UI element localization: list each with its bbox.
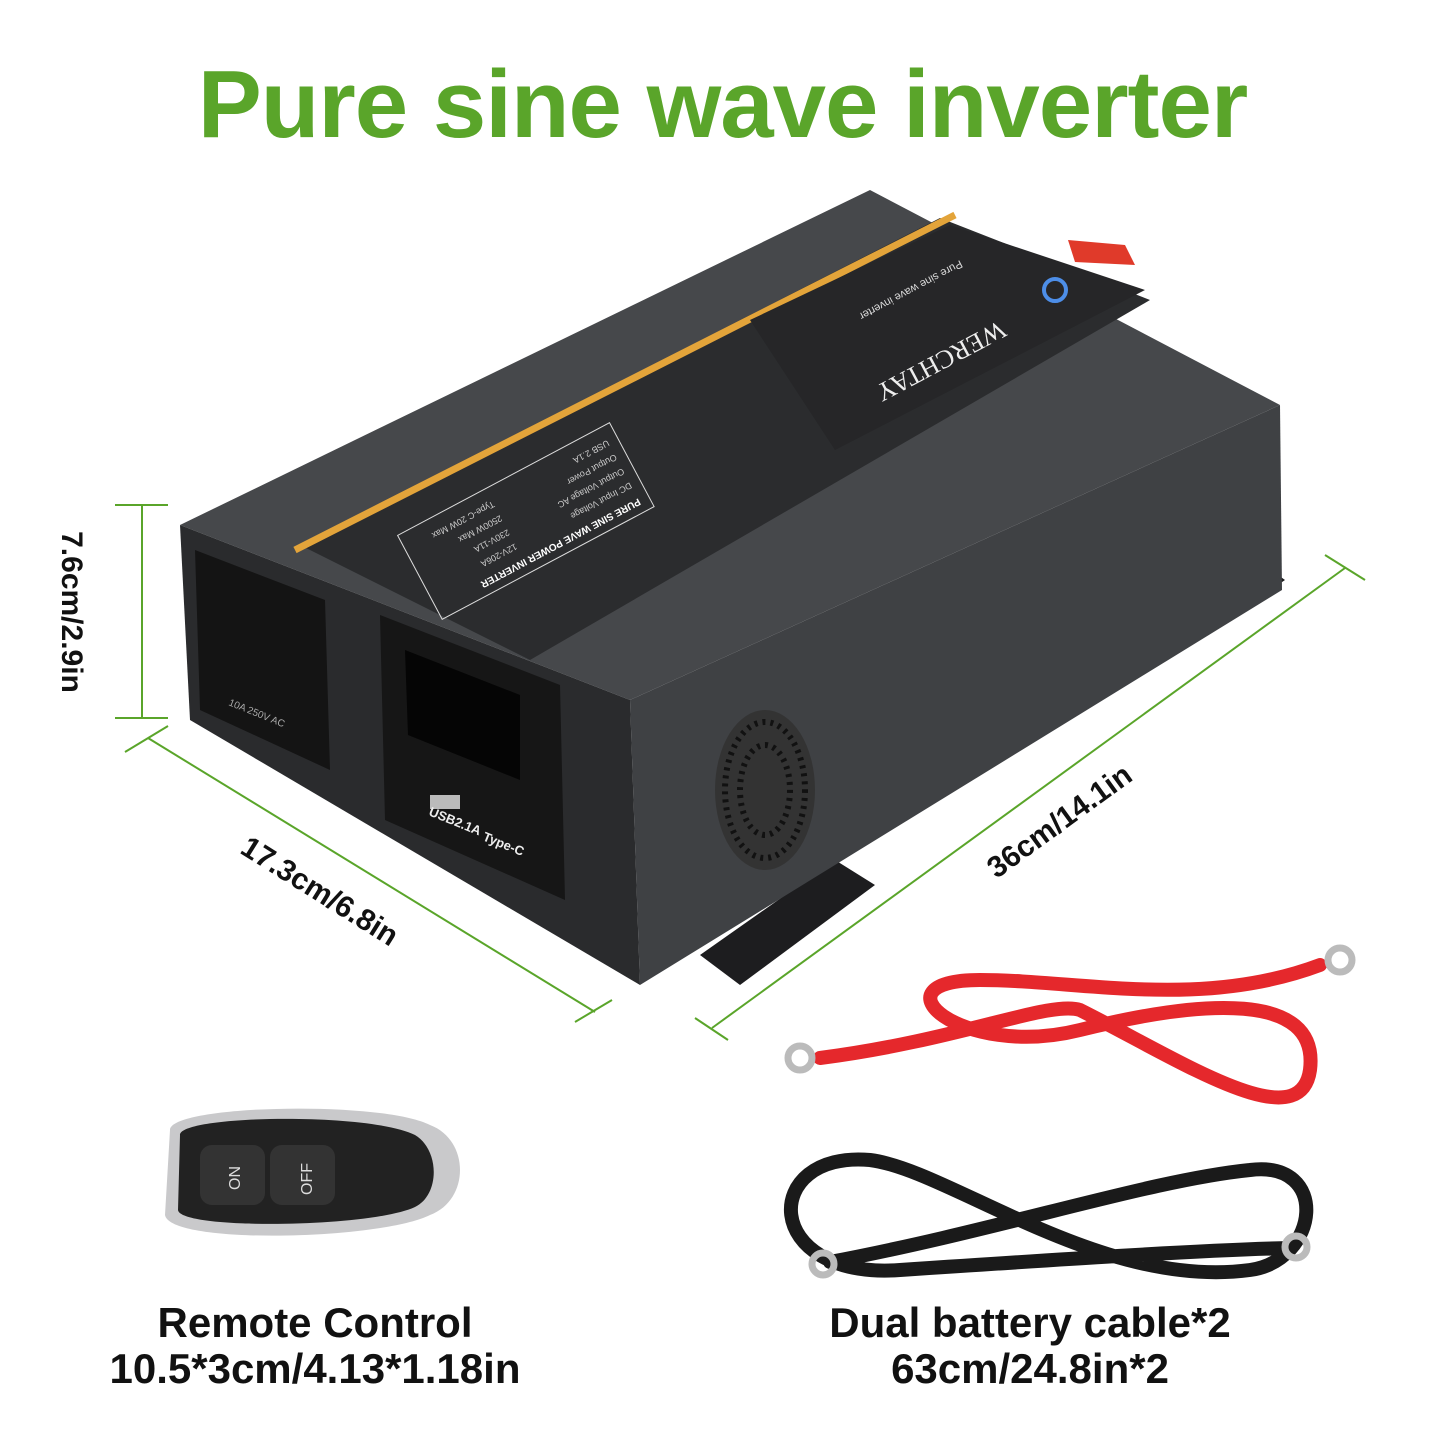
on-button[interactable] <box>200 1145 265 1205</box>
remote-caption-title: Remote Control <box>157 1299 473 1346</box>
red-battery-cable <box>784 944 1356 1105</box>
ac-socket <box>195 550 330 770</box>
dimension-lines <box>115 504 1366 1041</box>
cable-caption: Dual battery cable*2 63cm/24.8in*2 <box>780 1300 1280 1392</box>
usb-port <box>430 795 460 809</box>
remote-control: ON OFF <box>165 1108 460 1236</box>
page-title: Pure sine wave inverter <box>197 51 1249 158</box>
lcd-display <box>405 650 520 780</box>
remote-caption-size: 10.5*3cm/4.13*1.18in <box>109 1345 521 1392</box>
svg-text:ON: ON <box>227 1166 244 1190</box>
remote-caption: Remote Control 10.5*3cm/4.13*1.18in <box>60 1300 570 1392</box>
svg-text:OFF: OFF <box>299 1163 316 1195</box>
off-button[interactable] <box>270 1145 335 1205</box>
fan-grille <box>715 710 815 870</box>
height-dimension: 7.6cm/2.9in <box>54 531 88 693</box>
cable-caption-size: 63cm/24.8in*2 <box>891 1345 1169 1392</box>
cable-caption-title: Dual battery cable*2 <box>829 1299 1231 1346</box>
black-battery-cable <box>784 1152 1314 1280</box>
